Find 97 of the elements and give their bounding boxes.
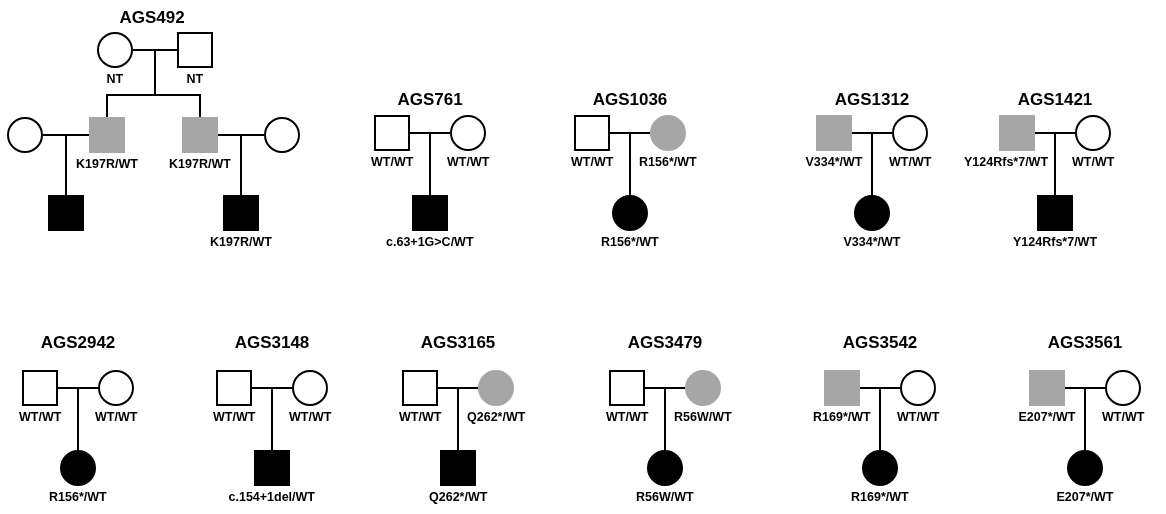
square-symbol bbox=[22, 370, 58, 406]
genotype-label: Y124Rfs*7/WT bbox=[1013, 235, 1098, 249]
genotype-label: K197R/WT bbox=[76, 157, 138, 171]
genotype-label: WT/WT bbox=[371, 155, 414, 169]
genotype-label: R156*/WT bbox=[601, 235, 659, 249]
genotype-label: WT/WT bbox=[95, 410, 138, 424]
square-symbol bbox=[440, 450, 476, 486]
genotype-label: K197R/WT bbox=[169, 157, 231, 171]
square-symbol bbox=[402, 370, 438, 406]
genotype-label: WT/WT bbox=[213, 410, 256, 424]
square-symbol bbox=[999, 115, 1035, 151]
genotype-label: R169*/WT bbox=[851, 490, 909, 504]
genotype-label: Y124Rfs*7/WT bbox=[964, 155, 1049, 169]
family-id: AGS3542 bbox=[842, 333, 918, 353]
square-symbol bbox=[1029, 370, 1065, 406]
square-symbol bbox=[609, 370, 645, 406]
genotype-label: WT/WT bbox=[1102, 410, 1145, 424]
genotype-label: V334*/WT bbox=[805, 155, 863, 169]
family-id: AGS3148 bbox=[234, 333, 310, 353]
genotype-label: c.63+1G>C/WT bbox=[386, 235, 474, 249]
genotype-label: R169*/WT bbox=[813, 410, 871, 424]
pedigree-line bbox=[664, 387, 686, 451]
square-symbol bbox=[182, 117, 218, 153]
circle-symbol bbox=[98, 370, 134, 406]
square-symbol bbox=[216, 370, 252, 406]
square-symbol bbox=[574, 115, 610, 151]
circle-symbol bbox=[97, 32, 133, 68]
square-symbol bbox=[48, 195, 84, 231]
family-id: AGS3479 bbox=[627, 333, 703, 353]
family-id: AGS761 bbox=[397, 90, 463, 110]
genotype-label: WT/WT bbox=[606, 410, 649, 424]
square-symbol bbox=[89, 117, 125, 153]
genotype-label: c.154+1del/WT bbox=[228, 490, 315, 504]
family-id: AGS1421 bbox=[1017, 90, 1093, 110]
family-id: AGS1312 bbox=[834, 90, 910, 110]
pedigree-line bbox=[879, 387, 901, 451]
circle-symbol bbox=[612, 195, 648, 231]
square-symbol bbox=[816, 115, 852, 151]
family-id: AGS2942 bbox=[40, 333, 116, 353]
pedigree-line bbox=[77, 387, 99, 451]
circle-symbol bbox=[264, 117, 300, 153]
pedigree-line bbox=[271, 387, 293, 451]
genotype-label: R56W/WT bbox=[674, 410, 732, 424]
circle-symbol bbox=[1067, 450, 1103, 486]
genotype-label: R156*/WT bbox=[49, 490, 107, 504]
genotype-label: NT bbox=[186, 72, 204, 86]
square-symbol bbox=[412, 195, 448, 231]
circle-symbol bbox=[450, 115, 486, 151]
genotype-label: WT/WT bbox=[889, 155, 932, 169]
family-id: AGS3165 bbox=[420, 333, 496, 353]
square-symbol bbox=[177, 32, 213, 68]
circle-symbol bbox=[854, 195, 890, 231]
circle-symbol bbox=[900, 370, 936, 406]
circle-symbol bbox=[892, 115, 928, 151]
genotype-label: R56W/WT bbox=[636, 490, 694, 504]
pedigree-line bbox=[1084, 387, 1106, 451]
genotype-label: WT/WT bbox=[447, 155, 490, 169]
circle-symbol bbox=[650, 115, 686, 151]
genotype-label: E207*/WT bbox=[1056, 490, 1114, 504]
genotype-label: Q262*/WT bbox=[467, 410, 526, 424]
family-id: AGS1036 bbox=[592, 90, 668, 110]
pedigree-line bbox=[240, 134, 265, 196]
genotype-label: WT/WT bbox=[19, 410, 62, 424]
square-symbol bbox=[1037, 195, 1073, 231]
pedigree-line bbox=[154, 49, 201, 118]
circle-symbol bbox=[60, 450, 96, 486]
genotype-label: WT/WT bbox=[399, 410, 442, 424]
circle-symbol bbox=[647, 450, 683, 486]
genotype-label: V334*/WT bbox=[843, 235, 901, 249]
circle-symbol bbox=[7, 117, 43, 153]
genotype-label: R156*/WT bbox=[639, 155, 697, 169]
circle-symbol bbox=[292, 370, 328, 406]
square-symbol bbox=[374, 115, 410, 151]
circle-symbol bbox=[685, 370, 721, 406]
circle-symbol bbox=[862, 450, 898, 486]
genotype-label: Q262*/WT bbox=[429, 490, 488, 504]
family-id: AGS492 bbox=[119, 8, 185, 28]
genotype-label: K197R/WT bbox=[210, 235, 272, 249]
pedigree-line bbox=[65, 134, 90, 196]
pedigree-line bbox=[457, 387, 479, 451]
genotype-label: E207*/WT bbox=[1018, 410, 1076, 424]
pedigree-line bbox=[429, 132, 451, 196]
circle-symbol bbox=[478, 370, 514, 406]
genotype-label: WT/WT bbox=[571, 155, 614, 169]
genotype-label: WT/WT bbox=[897, 410, 940, 424]
circle-symbol bbox=[1075, 115, 1111, 151]
genotype-label: WT/WT bbox=[289, 410, 332, 424]
pedigree-line bbox=[629, 132, 651, 196]
circle-symbol bbox=[1105, 370, 1141, 406]
pedigree-line bbox=[871, 132, 893, 196]
genotype-label: NT bbox=[106, 72, 124, 86]
family-id: AGS3561 bbox=[1047, 333, 1123, 353]
square-symbol bbox=[824, 370, 860, 406]
square-symbol bbox=[254, 450, 290, 486]
square-symbol bbox=[223, 195, 259, 231]
pedigree-line bbox=[1054, 132, 1076, 196]
genotype-label: WT/WT bbox=[1072, 155, 1115, 169]
